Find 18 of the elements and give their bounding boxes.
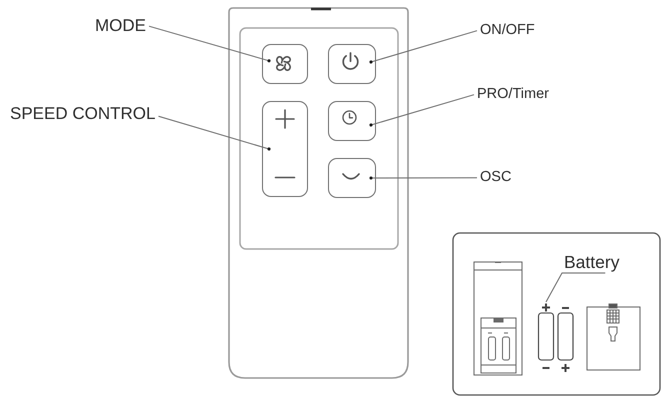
leader-line [158,116,271,151]
callout-label: OSC [477,169,514,186]
remote-button [328,101,376,141]
leader-line [148,26,271,62]
callout-label: MODE [92,16,149,36]
remote-button [328,158,376,198]
battery-icon [537,302,555,372]
callout-label: SPEED CONTROL [7,104,158,124]
callout-label: PRO/Timer [474,86,552,104]
remote-button [262,44,308,84]
leader-line [369,176,478,180]
leader-line [369,94,474,127]
remote-button [328,44,376,84]
remote-button [262,101,308,197]
callout-label: Battery [561,252,622,273]
callout-label: ON/OFF [477,22,538,40]
leader-line [369,30,478,64]
leader-line [546,272,606,302]
